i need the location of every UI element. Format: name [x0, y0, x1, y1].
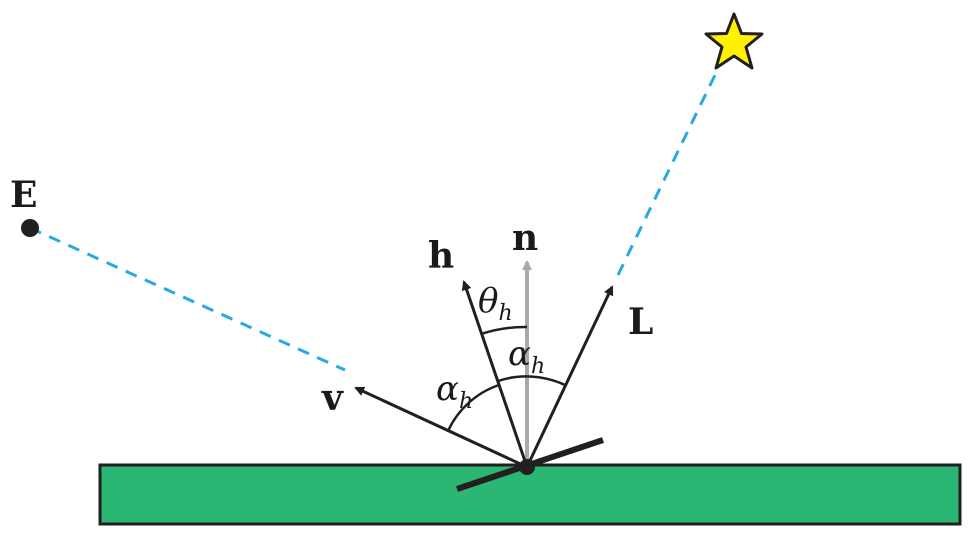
alpha-h-left-label: αh	[436, 369, 473, 414]
normal-vector-label: n	[512, 217, 538, 259]
theta-arc	[480, 325, 528, 336]
theta-symbol: θ	[478, 281, 498, 321]
alpha-arc-left	[446, 383, 500, 432]
light-vector-label: L	[628, 301, 653, 343]
origin-point	[519, 459, 535, 475]
half-vector	[461, 280, 529, 468]
view-vector	[354, 386, 528, 469]
alpha-right-symbol: α	[508, 334, 531, 374]
alpha-left-symbol: α	[436, 369, 459, 409]
view-vector-label: v	[321, 377, 344, 419]
light-vector	[525, 285, 614, 468]
alpha-arc-right	[497, 375, 566, 387]
alpha-left-subscript: h	[459, 389, 473, 414]
theta-h-label: θh	[478, 281, 513, 326]
theta-subscript: h	[498, 301, 512, 326]
eye-ray-dashed	[29, 226, 346, 372]
surface	[98, 463, 962, 526]
eye-point-dot	[21, 219, 39, 237]
alpha-h-right-label: αh	[508, 334, 545, 379]
alpha-right-subscript: h	[531, 354, 545, 379]
light-ray-dashed	[616, 74, 717, 276]
star-icon	[704, 12, 764, 70]
eye-label: E	[10, 174, 37, 216]
half-vector-label: h	[428, 235, 454, 277]
